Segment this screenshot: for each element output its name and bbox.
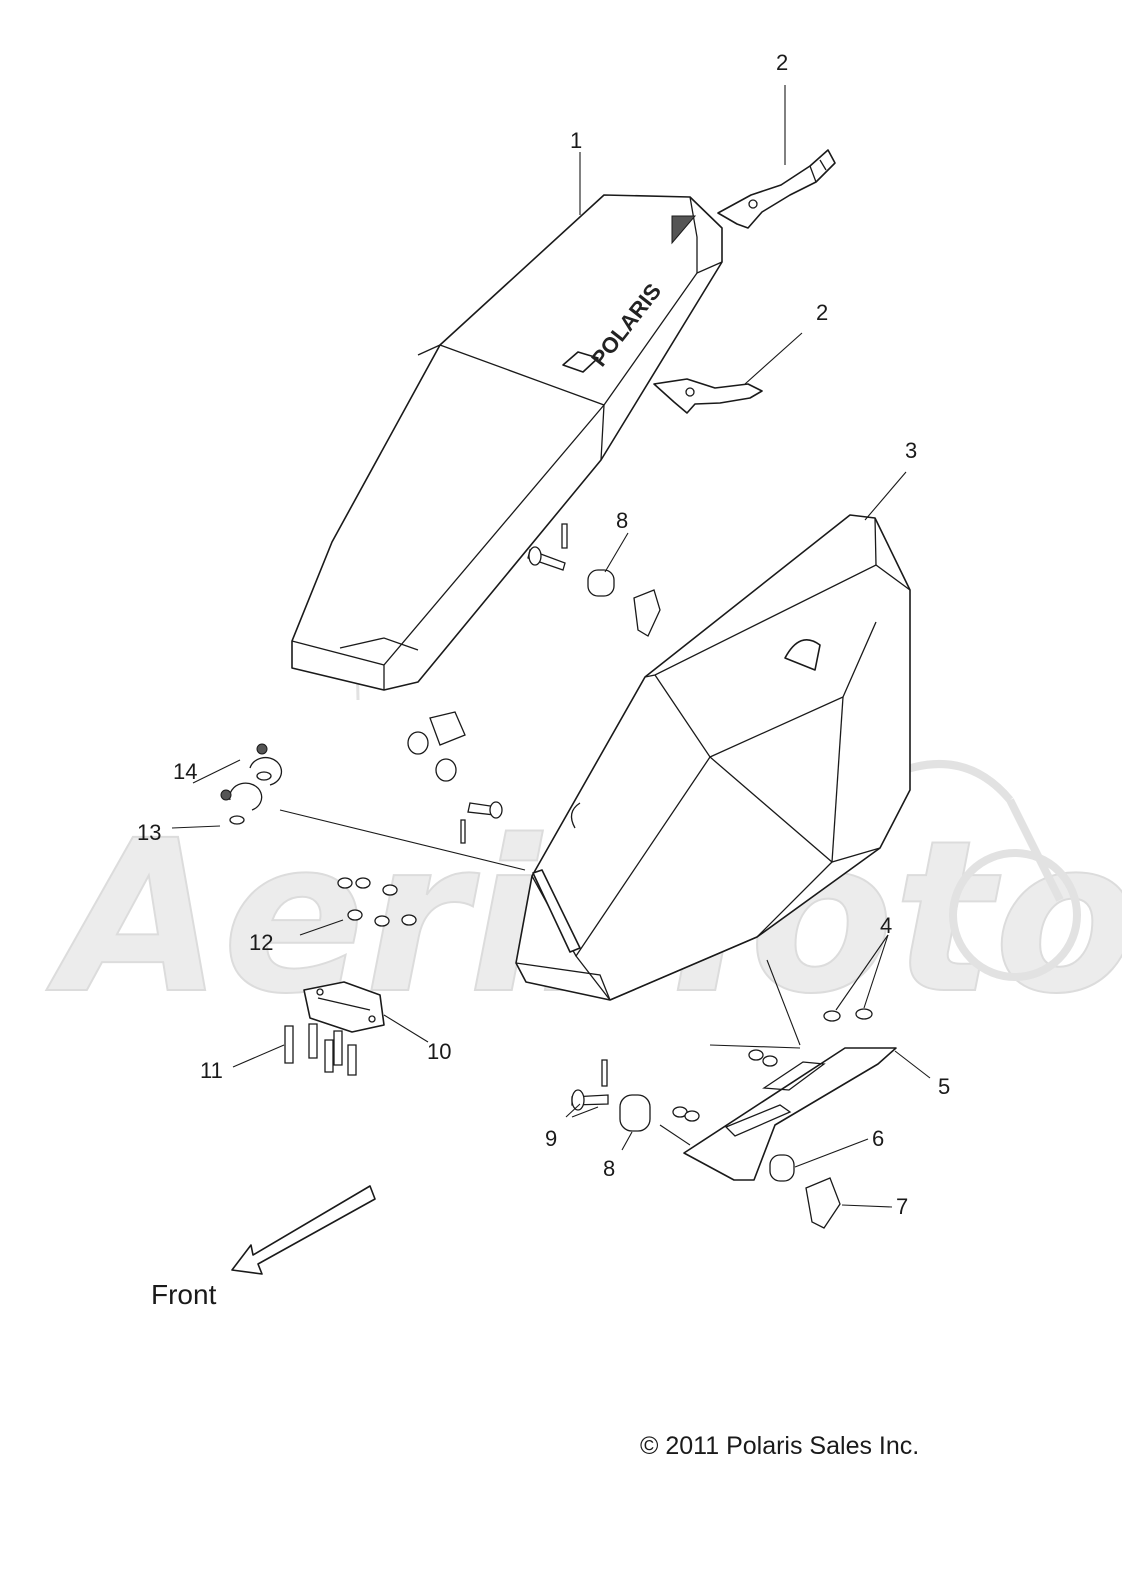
hinge-pin-hardware — [407, 523, 661, 844]
callout-12: 12 — [249, 930, 273, 955]
front-label: Front — [151, 1279, 217, 1310]
screw-group-4 — [672, 1008, 873, 1122]
callout-10: 10 — [427, 1039, 451, 1064]
callout-8-lower: 8 — [603, 1156, 615, 1181]
callout-9: 9 — [545, 1126, 557, 1151]
lower-hardware-6-9 — [571, 1059, 841, 1229]
callout-6: 6 — [872, 1126, 884, 1151]
callout-labels: 1 2 2 3 4 5 6 7 8 8 9 10 11 12 13 14 — [137, 50, 950, 1219]
front-indicator: Front — [151, 1185, 376, 1310]
callout-4: 4 — [880, 913, 892, 938]
callout-11: 11 — [200, 1058, 223, 1083]
hinge-plate-part — [303, 981, 385, 1033]
callout-1: 1 — [570, 128, 582, 153]
callout-7: 7 — [896, 1194, 908, 1219]
callout-14: 14 — [173, 759, 197, 784]
callout-3: 3 — [905, 438, 917, 463]
callout-5: 5 — [938, 1074, 950, 1099]
callout-8-upper: 8 — [616, 508, 628, 533]
latch-upper-part — [717, 149, 836, 229]
leader-lines — [171, 85, 931, 1208]
storage-box-part — [515, 514, 911, 1001]
latch-lower-part — [653, 378, 763, 414]
callout-2-upper: 2 — [776, 50, 788, 75]
bolt-group-11 — [284, 1023, 357, 1076]
nut-group-12 — [337, 877, 417, 927]
callout-13: 13 — [137, 820, 161, 845]
bracket-part — [683, 1047, 897, 1181]
front-arrow-icon — [231, 1185, 376, 1275]
copyright-notice: © 2011 Polaris Sales Inc. — [640, 1432, 919, 1460]
clip-hardware-13-14 — [220, 743, 283, 825]
lid-part: POLARIS — [291, 194, 723, 691]
callout-2-lower: 2 — [816, 300, 828, 325]
